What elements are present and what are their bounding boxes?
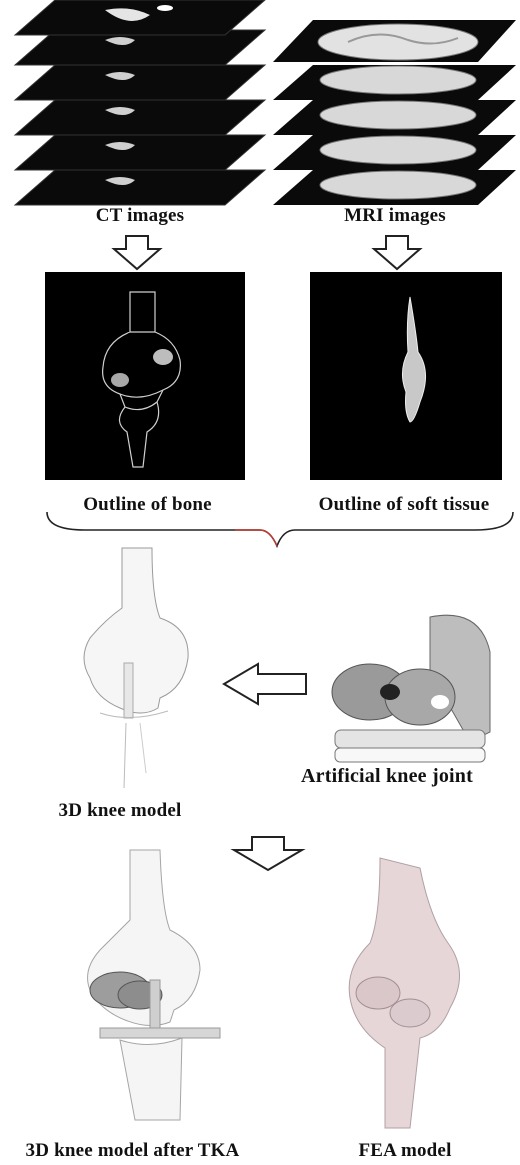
3d-knee-model-label: 3D knee model (40, 800, 200, 822)
ct-slice (15, 170, 265, 205)
ct-slice-top (15, 0, 265, 35)
ct-image-stack (10, 0, 272, 205)
mri-slice (273, 135, 516, 170)
mri-slice (273, 65, 516, 100)
soft-tissue-outline-panel (310, 272, 502, 480)
fea-model-label: FEA model (340, 1140, 470, 1162)
artificial-knee-joint-label: Artificial knee joint (262, 765, 512, 788)
mri-images-label: MRI images (325, 205, 465, 227)
artificial-knee-joint (320, 612, 515, 772)
3d-knee-model (60, 548, 210, 798)
left-arrow-icon (222, 662, 308, 706)
mri-slice (273, 170, 516, 205)
3d-knee-model-after-tka (70, 850, 245, 1132)
merge-brace (45, 510, 515, 550)
mri-slice (273, 100, 516, 135)
ct-slice (15, 100, 265, 135)
mri-image-stack (268, 0, 520, 205)
bone-outline-panel (45, 272, 245, 480)
down-arrow-icon (372, 235, 422, 271)
mri-slice-top (273, 20, 516, 62)
ct-slice (15, 135, 265, 170)
ct-slice (15, 65, 265, 100)
down-arrow-icon (112, 235, 162, 271)
fea-model (330, 858, 470, 1143)
after-tka-label: 3D knee model after TKA (0, 1140, 265, 1162)
ct-images-label: CT images (80, 205, 200, 227)
